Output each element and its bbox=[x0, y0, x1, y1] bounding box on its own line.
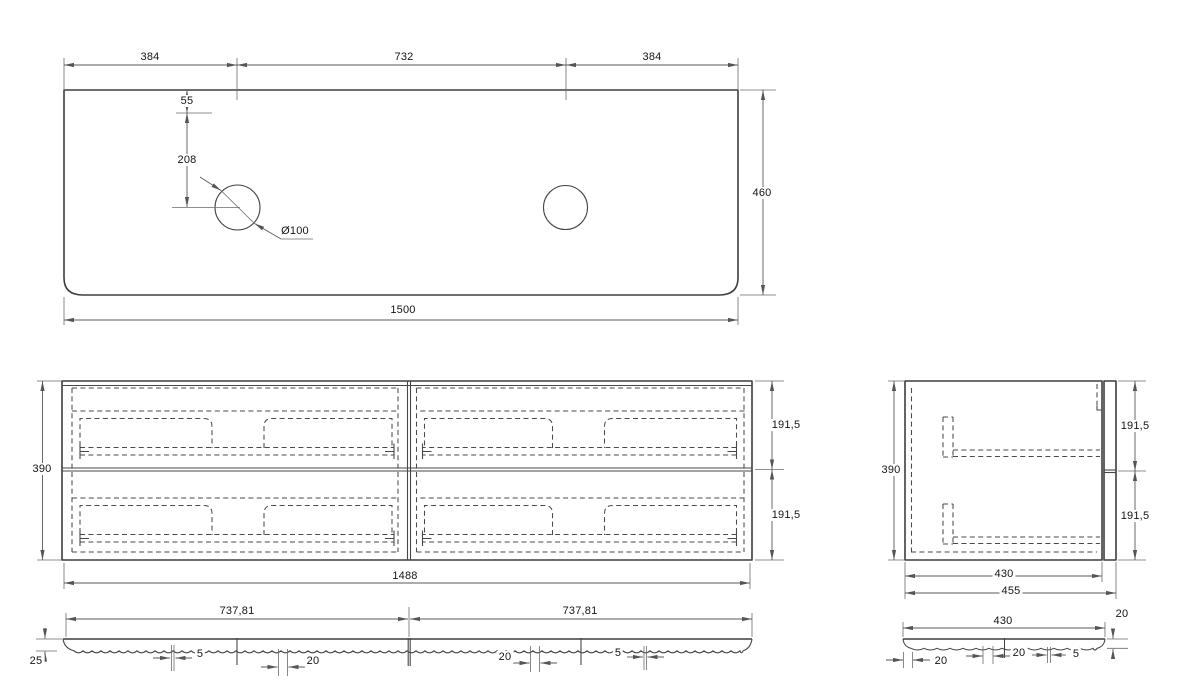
carcass-hidden-right bbox=[415, 387, 745, 553]
section-side-panel bbox=[886, 622, 1128, 668]
dim-hole-diameter: Ø100 bbox=[279, 225, 311, 237]
dim-side-gap-left: 20 bbox=[932, 655, 950, 667]
drawer-box-bottom-left bbox=[71, 497, 399, 547]
dim-front-lower-drawer: 191,5 bbox=[769, 509, 803, 521]
drawer-runner-top bbox=[942, 416, 1101, 458]
dim-side-panel-width: 430 bbox=[991, 615, 1015, 627]
break-wave-left bbox=[73, 649, 744, 654]
dim-gap-inner-right: 20 bbox=[496, 651, 514, 663]
dim-hole-center-offset: 208 bbox=[175, 154, 199, 166]
dim-side-total-depth: 455 bbox=[999, 585, 1023, 597]
dim-gap-outer-left: 5 bbox=[194, 648, 206, 660]
dim-side-panel-thickness: 20 bbox=[1113, 608, 1131, 620]
drawer-runner-bottom bbox=[942, 503, 1101, 545]
sink-hole-right bbox=[542, 184, 589, 231]
drawer-box-top-right bbox=[417, 410, 746, 460]
dim-top-right-span: 384 bbox=[640, 51, 664, 63]
side-carcass-outline bbox=[904, 380, 1103, 561]
dim-cabinet-width: 1488 bbox=[390, 570, 420, 582]
dim-side-gap-center: 20 bbox=[1010, 647, 1028, 659]
dim-section-right-half: 737,81 bbox=[560, 605, 600, 617]
dim-gap-outer-right: 5 bbox=[612, 647, 624, 659]
dim-side-gap-right: 5 bbox=[1070, 648, 1082, 660]
dim-side-upper-drawer: 191,5 bbox=[1118, 420, 1152, 432]
drawer-box-top-left bbox=[71, 410, 399, 460]
section-front-panels bbox=[36, 607, 753, 676]
dim-side-height: 390 bbox=[879, 464, 903, 476]
carcass-hidden-left bbox=[71, 387, 399, 553]
side-view bbox=[888, 380, 1146, 599]
dim-countertop-width: 1500 bbox=[388, 304, 418, 316]
dim-side-lower-drawer: 191,5 bbox=[1118, 510, 1152, 522]
dim-section-left-half: 737,81 bbox=[217, 605, 257, 617]
dim-gap-inner-left: 20 bbox=[304, 655, 322, 667]
dim-top-mid-span: 732 bbox=[392, 51, 416, 63]
dim-hole-edge-offset: 55 bbox=[178, 95, 196, 107]
front-view bbox=[37, 380, 784, 589]
dim-front-upper-drawer: 191,5 bbox=[769, 419, 803, 431]
dim-front-height: 390 bbox=[30, 463, 54, 475]
dim-countertop-depth: 460 bbox=[750, 187, 774, 199]
drawer-box-bottom-right bbox=[417, 497, 746, 547]
top-view bbox=[63, 58, 776, 325]
countertop-outline bbox=[63, 89, 739, 296]
dim-top-left-span: 384 bbox=[138, 51, 162, 63]
dim-front-panel-thickness: 25 bbox=[27, 655, 45, 667]
diameter-leader bbox=[199, 176, 313, 240]
dim-side-inner-depth: 430 bbox=[992, 568, 1016, 580]
